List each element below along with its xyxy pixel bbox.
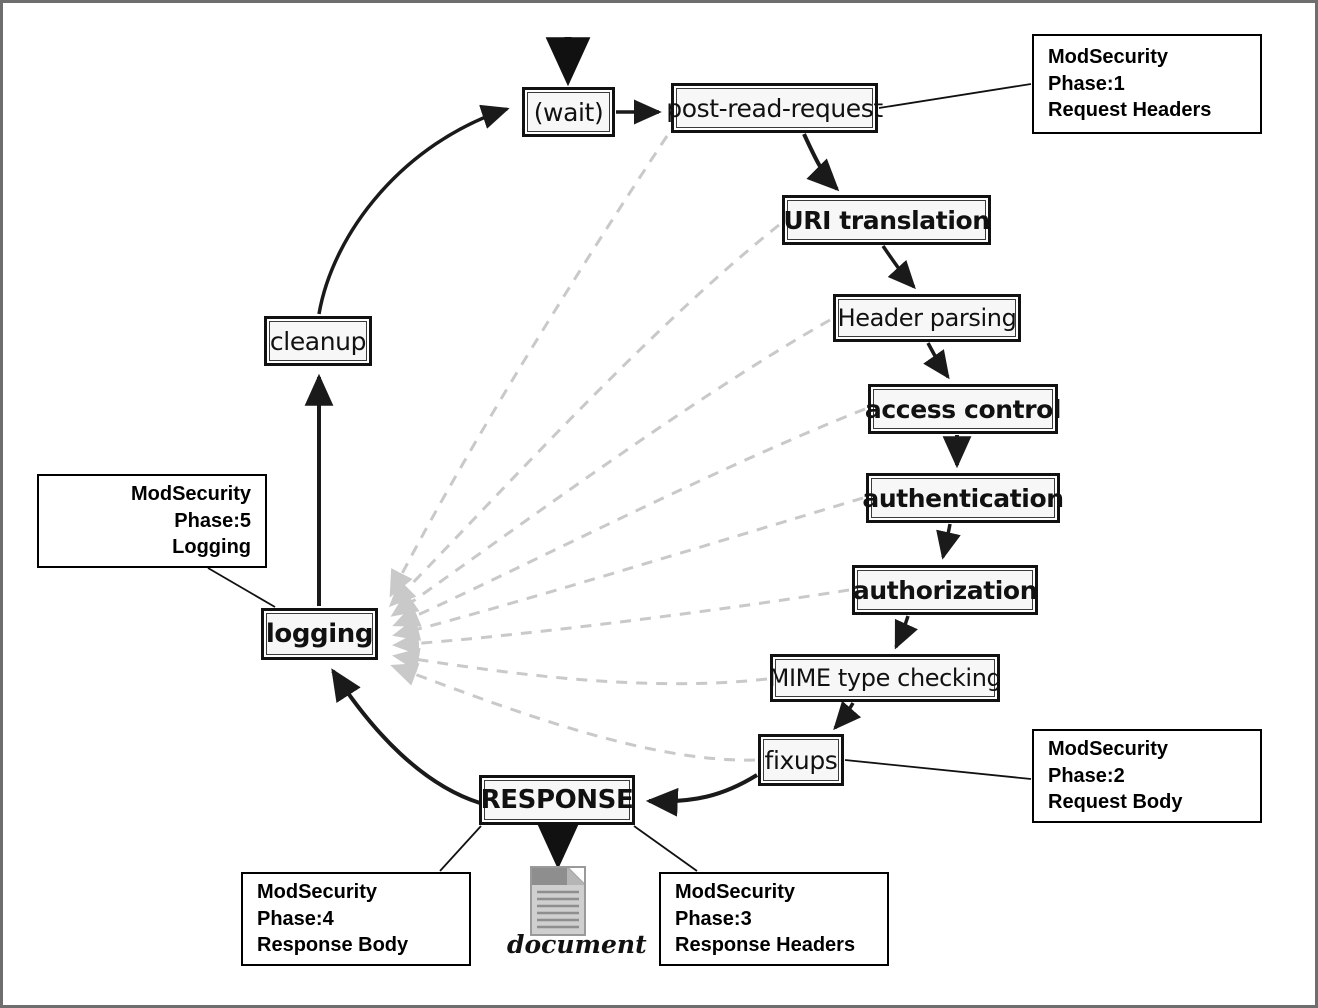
note-phase-1-line1: ModSecurity Phase:1 xyxy=(1048,46,1169,95)
edge-response-to-logging xyxy=(331,668,481,805)
node-header-parsing[interactable]: Header parsing xyxy=(833,294,1021,342)
note-phase-5-line1: ModSecurity Phase:5 xyxy=(130,483,251,532)
node-mime-type-checking-label: MIME type checking xyxy=(768,664,1002,692)
node-access-control-label: access control xyxy=(864,394,1062,424)
edge-cleanup-to-wait xyxy=(317,104,510,315)
note-phase-1-line2: Request Headers xyxy=(1048,99,1212,122)
node-authorization[interactable]: authorization xyxy=(852,565,1038,615)
node-header-parsing-label: Header parsing xyxy=(837,304,1017,332)
document-icon xyxy=(530,866,586,936)
document-caption: document xyxy=(507,930,647,959)
node-fixups-label: fixups xyxy=(764,745,838,775)
dashed-edge-mime-to-logging xyxy=(392,647,768,686)
node-post-read-request-label: post-read-request xyxy=(666,93,883,123)
leader-phase-2 xyxy=(844,759,1032,780)
node-logging[interactable]: logging xyxy=(261,608,378,660)
node-post-read-request[interactable]: post-read-request xyxy=(666,83,883,133)
note-phase-4: ModSecurity Phase:4 Response Body xyxy=(241,872,471,966)
note-phase-1: ModSecurity Phase:1 Request Headers xyxy=(1032,34,1262,134)
dashed-edge-headerparsing-to-logging xyxy=(390,318,831,617)
dashed-edge-uri-to-logging xyxy=(388,223,780,608)
note-phase-5-line2: Logging xyxy=(172,536,251,559)
edge-authorization-to-mime xyxy=(894,615,918,650)
note-phase-2-line2: Request Body xyxy=(1048,791,1183,814)
node-response[interactable]: RESPONSE xyxy=(479,775,635,825)
node-cleanup[interactable]: cleanup xyxy=(264,316,372,366)
dashed-edge-accesscontrol-to-logging xyxy=(392,407,866,627)
note-phase-5: ModSecurity Phase:5 Logging xyxy=(37,474,267,568)
edge-postread-to-uri xyxy=(802,133,840,192)
node-access-control[interactable]: access control xyxy=(864,384,1062,434)
edge-fixups-to-response xyxy=(645,773,759,817)
leader-phase-5 xyxy=(207,567,276,608)
dashed-edge-postread-to-logging xyxy=(389,135,669,598)
node-response-label: RESPONSE xyxy=(480,785,634,815)
node-uri-translation-label: URI translation xyxy=(783,205,990,235)
node-fixups[interactable]: fixups xyxy=(758,734,844,786)
node-wait[interactable]: (wait) xyxy=(522,87,615,137)
node-uri-translation[interactable]: URI translation xyxy=(782,195,991,245)
leader-phase-1 xyxy=(878,83,1032,109)
note-phase-2-line1: ModSecurity Phase:2 xyxy=(1048,738,1169,787)
note-phase-2: ModSecurity Phase:2 Request Body xyxy=(1032,729,1262,823)
note-phase-4-line1: ModSecurity Phase:4 xyxy=(257,881,378,930)
dashed-edge-fixups-to-logging xyxy=(390,663,756,762)
leader-phase-4 xyxy=(439,825,482,872)
dashed-edge-authorization-to-logging xyxy=(392,588,850,656)
leader-phase-3 xyxy=(633,825,698,872)
edge-headerparsing-to-accesscontrol xyxy=(923,342,950,380)
node-mime-type-checking[interactable]: MIME type checking xyxy=(768,654,1002,702)
node-authentication[interactable]: authentication xyxy=(862,473,1064,523)
node-wait-label: (wait) xyxy=(533,97,604,127)
node-logging-label: logging xyxy=(265,619,374,649)
note-phase-3: ModSecurity Phase:3 Response Headers xyxy=(659,872,889,966)
node-authentication-label: authentication xyxy=(862,483,1064,513)
node-authorization-label: authorization xyxy=(852,575,1038,605)
note-phase-3-line1: ModSecurity Phase:3 xyxy=(675,881,796,930)
edge-authentication-to-authorization xyxy=(936,523,961,560)
note-phase-4-line2: Response Body xyxy=(257,934,409,957)
edge-mime-to-fixups xyxy=(833,700,862,731)
node-cleanup-label: cleanup xyxy=(269,326,367,356)
dashed-edge-authentication-to-logging xyxy=(392,496,864,641)
note-phase-3-line2: Response Headers xyxy=(675,934,856,957)
edge-uri-to-headerparsing xyxy=(881,245,916,290)
